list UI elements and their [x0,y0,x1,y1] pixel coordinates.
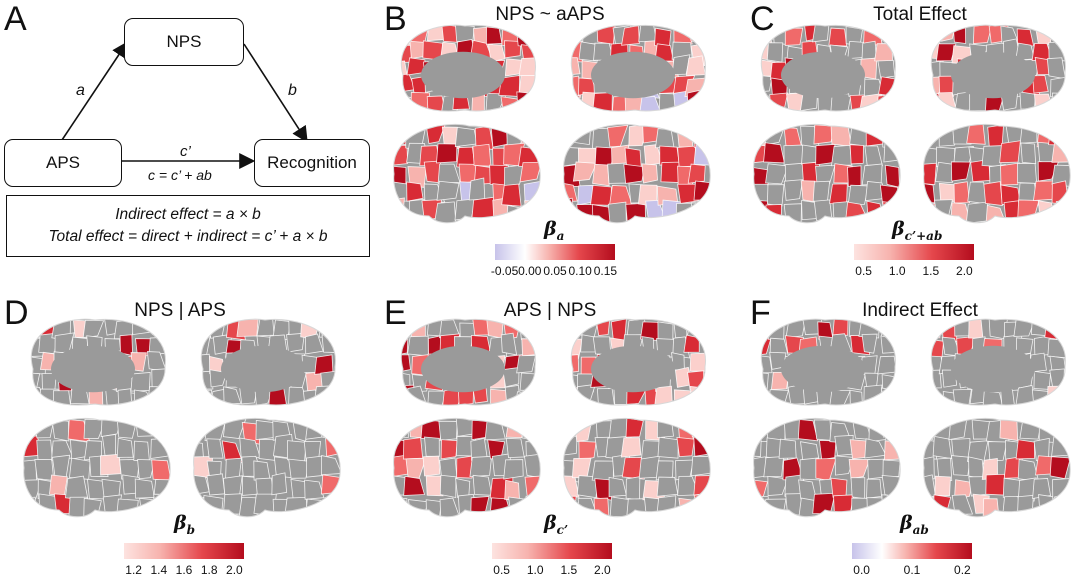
colorbar-gradient [854,244,974,260]
panel-b-label: B [384,0,407,38]
panel-c-title: Total Effect [873,4,967,25]
colorbar-gradient [852,543,972,559]
panel-e-title: APS | NPS [503,300,597,321]
arrow-b [243,43,308,143]
panel-d-beta: βb [174,512,196,537]
colorbar-tick-label: 0.1 [903,563,921,577]
panel-c-label: C [750,0,775,38]
panel-a-label: A [4,0,27,38]
colorbar-tick-label: 0.05 [543,264,567,278]
brain-view-lateral-right [923,123,1071,224]
brain-view-lateral-left [23,417,171,518]
indirect-effect-equation: Indirect effect = a × b [115,206,261,223]
brain-surface-views [393,318,711,518]
colorbar-tick-label: 1.0 [526,563,544,577]
brain-surface-views [23,318,341,518]
colorbar-tick-label: 0.15 [593,264,618,278]
panel-d-label: D [4,294,29,332]
colorbar-tick-label: 0.10 [568,264,592,278]
brain-view-medial-right [930,318,1066,406]
colorbar-tick-label: 0.5 [493,563,510,577]
brain-view-medial-right [200,318,336,406]
panel-e-label: E [384,294,407,332]
brain-view-lateral-right [923,417,1071,518]
colorbar-tick-label: 1.4 [150,563,168,577]
path-c-prime-label: c’ [180,143,191,160]
panel-f-title: Indirect Effect [862,300,978,321]
colorbar-d: 1.2 1.4 1.6 1.8 2.0 [124,543,244,577]
brain-view-medial-left [400,318,536,406]
panel-f-beta: βab [900,512,929,537]
colorbar-tick-label: 1.5 [922,264,940,278]
total-effect-equation: Total effect = direct + indirect = c’ + … [48,228,328,245]
brain-view-medial-left [760,24,896,112]
path-c-equation: c = c’ + ab [148,167,212,183]
brain-view-medial-right [930,24,1066,112]
arrow-a [61,41,128,141]
colorbar-tick-label: 0.0 [853,563,870,577]
brain-view-medial-left [30,318,166,406]
effects-equation-box: Indirect effect = a × b Total effect = d… [6,195,370,257]
colorbar-f: 0.0 0.1 0.2 [852,543,972,577]
panel-e-beta: βc’ [544,512,569,537]
brain-surface-views [393,24,711,224]
brain-view-lateral-left [393,417,541,518]
node-recognition: Recognition [254,139,370,187]
brain-view-lateral-left [753,417,901,518]
colorbar-tick-label: 1.5 [560,563,578,577]
path-a-label: a [76,82,85,99]
colorbar-tick-label: 2.0 [594,563,611,577]
brain-surface-views [753,24,1071,224]
colorbar-tick-label: 0.5 [855,264,872,278]
colorbar-gradient [124,543,244,559]
colorbar-tick-label: 1.8 [200,563,218,577]
colorbar-gradient [495,244,615,260]
colorbar-tick-label: 0.00 [518,264,542,278]
brain-view-lateral-right [563,417,711,518]
panel-b-title: NPS ~ aAPS [495,4,605,25]
brain-surface-views [753,318,1071,518]
colorbar-tick-label: -0.05 [490,264,519,278]
brain-view-medial-right [570,318,706,406]
panel-d-title: NPS | APS [134,300,226,321]
brain-view-lateral-right [193,417,341,518]
brain-view-lateral-left [753,123,901,224]
brain-view-medial-left [760,318,896,406]
colorbar-c: 0.5 1.0 1.5 2.0 [854,244,974,278]
colorbar-tick-label: 1.2 [125,563,142,577]
node-aps: APS [4,139,122,187]
colorbar-tick-label: 1.0 [888,264,906,278]
colorbar-e: 0.5 1.0 1.5 2.0 [492,543,612,577]
colorbar-tick-label: 2.0 [956,264,973,278]
colorbar-tick-label: 0.2 [954,563,971,577]
mediation-arrows [61,41,308,169]
brain-view-medial-left [400,24,536,112]
panel-b-beta: βa [544,218,565,243]
brain-view-medial-right [570,24,706,112]
panel-f-label: F [750,294,771,332]
colorbar-gradient [492,543,612,559]
node-nps: NPS [124,18,244,66]
panel-c-beta: βc’+ab [892,218,943,243]
colorbar-tick-label: 1.6 [175,563,193,577]
brain-view-lateral-left [393,123,541,224]
colorbar-tick-label: 2.0 [226,563,243,577]
brain-view-lateral-right [563,123,711,224]
path-b-label: b [288,82,297,99]
